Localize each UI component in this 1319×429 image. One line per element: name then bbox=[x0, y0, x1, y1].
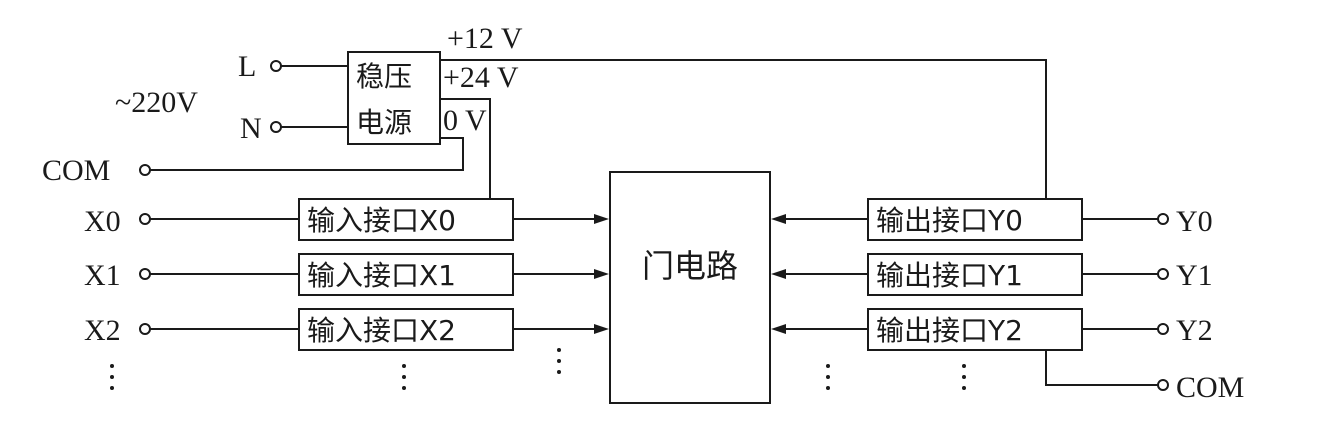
neutral-terminal bbox=[270, 121, 282, 133]
neutral-terminal-label: N bbox=[240, 112, 262, 145]
output-arrow-head bbox=[771, 269, 786, 279]
input-arrow-head bbox=[594, 269, 609, 279]
regulated-power-supply bbox=[347, 51, 441, 145]
psu-label-line2: 电源 bbox=[356, 106, 412, 139]
line-terminal-label: L bbox=[238, 50, 256, 83]
ac-voltage-label: ~220V bbox=[115, 86, 198, 119]
output-24v-label: +24 V bbox=[443, 61, 519, 94]
input-interface-box bbox=[298, 308, 514, 351]
input-arrow-head bbox=[594, 214, 609, 224]
output-interface-label: 输出接口Y1 bbox=[876, 259, 1023, 292]
gate-circuit-box bbox=[609, 171, 771, 404]
input-terminal bbox=[139, 213, 151, 225]
output-interface-label: 输出接口Y0 bbox=[876, 204, 1023, 237]
input-boxes-ellipsis bbox=[402, 364, 406, 390]
input-terminal bbox=[139, 323, 151, 335]
output-arrow-head bbox=[771, 324, 786, 334]
output-terminal-label: Y1 bbox=[1176, 259, 1213, 292]
output-boxes-ellipsis bbox=[962, 364, 966, 390]
input-interface-label: 输入接口X0 bbox=[307, 204, 456, 237]
output-terminal bbox=[1157, 213, 1169, 225]
output-com-wire bbox=[1045, 350, 1158, 386]
input-arrows-ellipsis bbox=[557, 348, 561, 374]
line-terminal bbox=[270, 60, 282, 72]
output-arrow-head bbox=[771, 214, 786, 224]
input-terminal-label: X2 bbox=[84, 314, 121, 347]
psu-label-line1: 稳压 bbox=[356, 60, 412, 93]
input-terminal-label: X0 bbox=[84, 205, 121, 238]
output-com-label: COM bbox=[1176, 371, 1244, 404]
input-interface-label: 输入接口X1 bbox=[307, 259, 456, 292]
output-interface-box bbox=[867, 253, 1083, 296]
com-terminal-label: COM bbox=[42, 154, 110, 187]
input-terminal-label: X1 bbox=[84, 259, 121, 292]
output-interface-label: 输出接口Y2 bbox=[876, 314, 1023, 347]
input-terminal bbox=[139, 268, 151, 280]
output-terminal-label: Y0 bbox=[1176, 205, 1213, 238]
output-interface-box bbox=[867, 308, 1083, 351]
gate-circuit-label: 门电路 bbox=[642, 247, 738, 285]
wire-0v-to-com bbox=[150, 137, 464, 171]
output-terminal-label: Y2 bbox=[1176, 314, 1213, 347]
com-terminal bbox=[139, 164, 151, 176]
output-arrows-ellipsis bbox=[826, 364, 830, 390]
output-0v-label: 0 V bbox=[443, 104, 487, 137]
wire-24v-to-x0 bbox=[440, 98, 491, 199]
output-com-terminal bbox=[1157, 379, 1169, 391]
output-terminal bbox=[1157, 268, 1169, 280]
input-terminals-ellipsis bbox=[110, 364, 114, 390]
input-arrow-head bbox=[594, 324, 609, 334]
output-12v-label: +12 V bbox=[447, 22, 523, 55]
output-terminal bbox=[1157, 323, 1169, 335]
wire-12v-rail bbox=[440, 59, 1047, 203]
output-interface-box bbox=[867, 198, 1083, 241]
input-interface-label: 输入接口X2 bbox=[307, 314, 456, 347]
